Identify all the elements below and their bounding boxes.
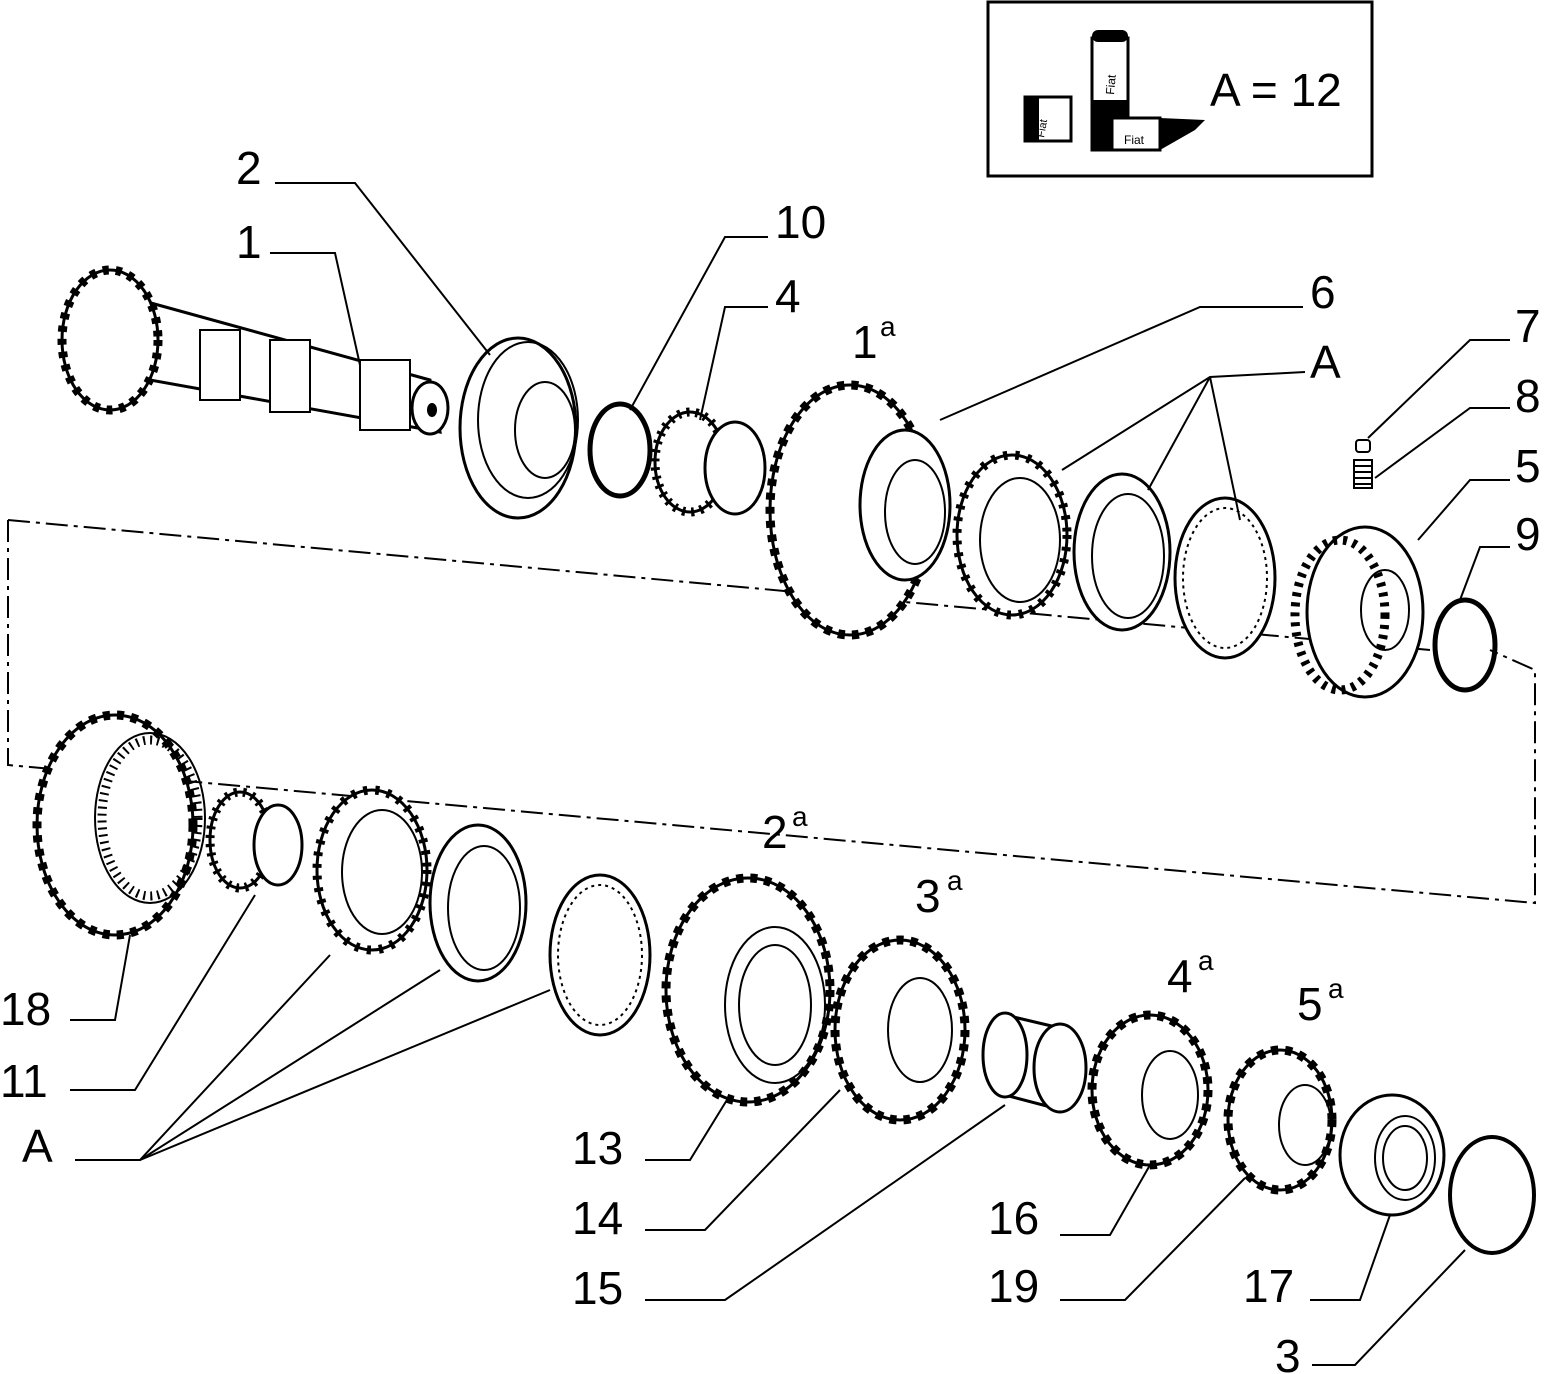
snap-ring-part-10 bbox=[587, 401, 653, 499]
circlip-part-9 bbox=[1432, 597, 1498, 693]
part-label-18: 18 bbox=[0, 983, 51, 1035]
part-label-6: 6 bbox=[1310, 266, 1336, 318]
gear-ordinal-suffix: a bbox=[792, 801, 808, 832]
part-label-5: 5 bbox=[1515, 440, 1541, 492]
part-label-19: 19 bbox=[988, 1260, 1039, 1312]
gear-ordinal-suffix: a bbox=[947, 865, 963, 896]
part-label-1: 1 bbox=[236, 216, 262, 268]
gear-part-16 bbox=[1087, 1010, 1213, 1170]
synchro-ring-a-6 bbox=[548, 873, 652, 1037]
needle-bearing-part-4 bbox=[650, 407, 767, 517]
gear-part-13 bbox=[661, 873, 835, 1107]
pin-part-7 bbox=[1355, 439, 1371, 453]
legend-product-label: Fiat bbox=[1035, 118, 1050, 138]
part-label-15: 15 bbox=[572, 1262, 623, 1314]
gear-label-1st: 1 a bbox=[852, 311, 896, 368]
bearing-part-17 bbox=[1338, 1093, 1446, 1217]
lubricant-containers-icon bbox=[1023, 30, 1205, 152]
part-label-10: 10 bbox=[775, 196, 826, 248]
part-label-8: 8 bbox=[1515, 370, 1541, 422]
legend-formula: A = 12 bbox=[1210, 64, 1342, 116]
assembly-connector-line bbox=[7, 520, 1536, 905]
synchro-ring-a-5 bbox=[428, 823, 528, 983]
gear-part-6 bbox=[765, 380, 952, 640]
gear-label-3rd: 3 a bbox=[915, 865, 963, 922]
part-label-14: 14 bbox=[572, 1192, 623, 1244]
legend-product-label: Fiat bbox=[1103, 73, 1119, 95]
synchro-ring-a-2 bbox=[1072, 472, 1172, 632]
gear-ordinal-suffix: a bbox=[1198, 945, 1214, 976]
bearing-part-2 bbox=[458, 336, 579, 520]
gear-part-19 bbox=[1223, 1045, 1337, 1195]
shaft-part-1 bbox=[57, 265, 450, 436]
gear-label-4th: 4 a bbox=[1167, 945, 1214, 1002]
part-label-17: 17 bbox=[1243, 1260, 1294, 1312]
lubricant-legend: Fiat Fiat Fiat A = 12 bbox=[986, 0, 1374, 178]
gear-number: 4 bbox=[1167, 950, 1193, 1002]
part-label-11: 11 bbox=[0, 1055, 48, 1107]
gear-sleeve-part-18 bbox=[32, 710, 206, 940]
synchro-ring-a-3 bbox=[1173, 496, 1277, 660]
part-label-16: 16 bbox=[988, 1192, 1039, 1244]
gear-label-5th: 5 a bbox=[1297, 973, 1344, 1030]
leader-lines bbox=[70, 182, 1510, 1366]
gear-number: 5 bbox=[1297, 978, 1323, 1030]
synchro-ring-a-1 bbox=[952, 450, 1072, 620]
gear-ordinal-suffix: a bbox=[1328, 973, 1344, 1004]
gear-label-2nd: 2 a bbox=[762, 801, 808, 858]
synchro-hub-part-5 bbox=[1290, 525, 1425, 699]
needle-bearing-part-11 bbox=[205, 787, 304, 893]
spring-part-8 bbox=[1353, 459, 1373, 489]
part-label-2: 2 bbox=[236, 142, 262, 194]
gear-number: 2 bbox=[762, 806, 788, 858]
part-label-a-bottom: A bbox=[22, 1120, 53, 1172]
bushing-part-15 bbox=[981, 1011, 1088, 1114]
thrust-ring-part-3 bbox=[1448, 1135, 1536, 1255]
synchro-ring-a-4 bbox=[312, 785, 432, 955]
part-label-7: 7 bbox=[1515, 300, 1541, 352]
gear-ordinal-suffix: a bbox=[880, 311, 896, 342]
part-label-a-top: A bbox=[1310, 336, 1341, 388]
part-label-13: 13 bbox=[572, 1122, 623, 1174]
gear-number: 1 bbox=[852, 316, 878, 368]
part-label-3: 3 bbox=[1275, 1330, 1301, 1374]
gear-number: 3 bbox=[915, 870, 941, 922]
part-label-9: 9 bbox=[1515, 508, 1541, 560]
part-label-4: 4 bbox=[775, 270, 801, 322]
gear-part-14 bbox=[830, 935, 970, 1125]
legend-product-label: Fiat bbox=[1124, 133, 1145, 147]
